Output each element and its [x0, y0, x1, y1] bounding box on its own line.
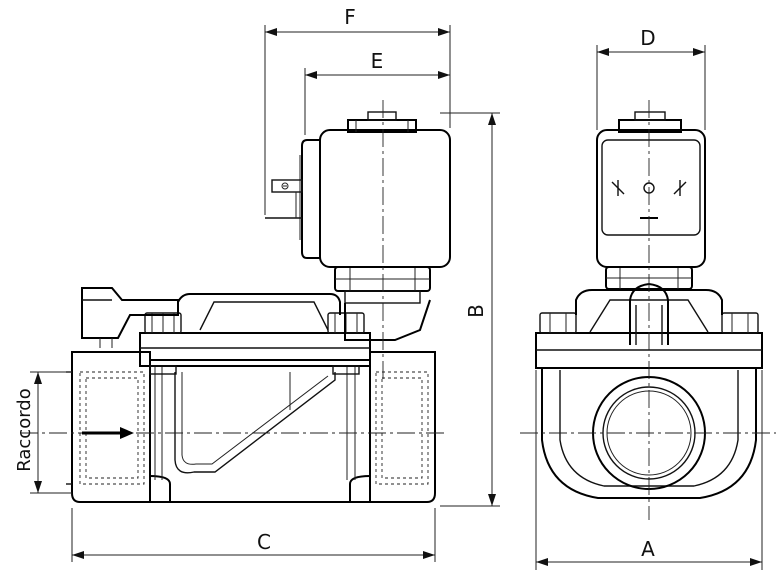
label-d: D	[640, 26, 655, 50]
label-a: A	[641, 537, 655, 561]
top-housing	[81, 287, 341, 348]
side-view	[20, 25, 500, 562]
dimension-d	[596, 45, 706, 130]
dimension-raccordo	[30, 371, 72, 494]
coil-nut	[334, 266, 431, 341]
dimension-a	[535, 370, 763, 570]
label-f: F	[344, 5, 356, 29]
dimension-f	[264, 25, 451, 215]
label-c: C	[257, 530, 271, 554]
front-coil	[596, 111, 706, 268]
cover-flange	[139, 312, 371, 375]
dimension-c	[71, 508, 436, 562]
dimension-e	[304, 68, 451, 135]
valve-body	[66, 351, 436, 503]
solenoid-coil	[265, 111, 451, 268]
label-raccordo: Raccordo	[14, 388, 35, 471]
label-e: E	[371, 49, 384, 73]
label-b: B	[464, 304, 488, 318]
front-view	[520, 45, 776, 570]
flow-arrow-icon	[82, 427, 134, 439]
